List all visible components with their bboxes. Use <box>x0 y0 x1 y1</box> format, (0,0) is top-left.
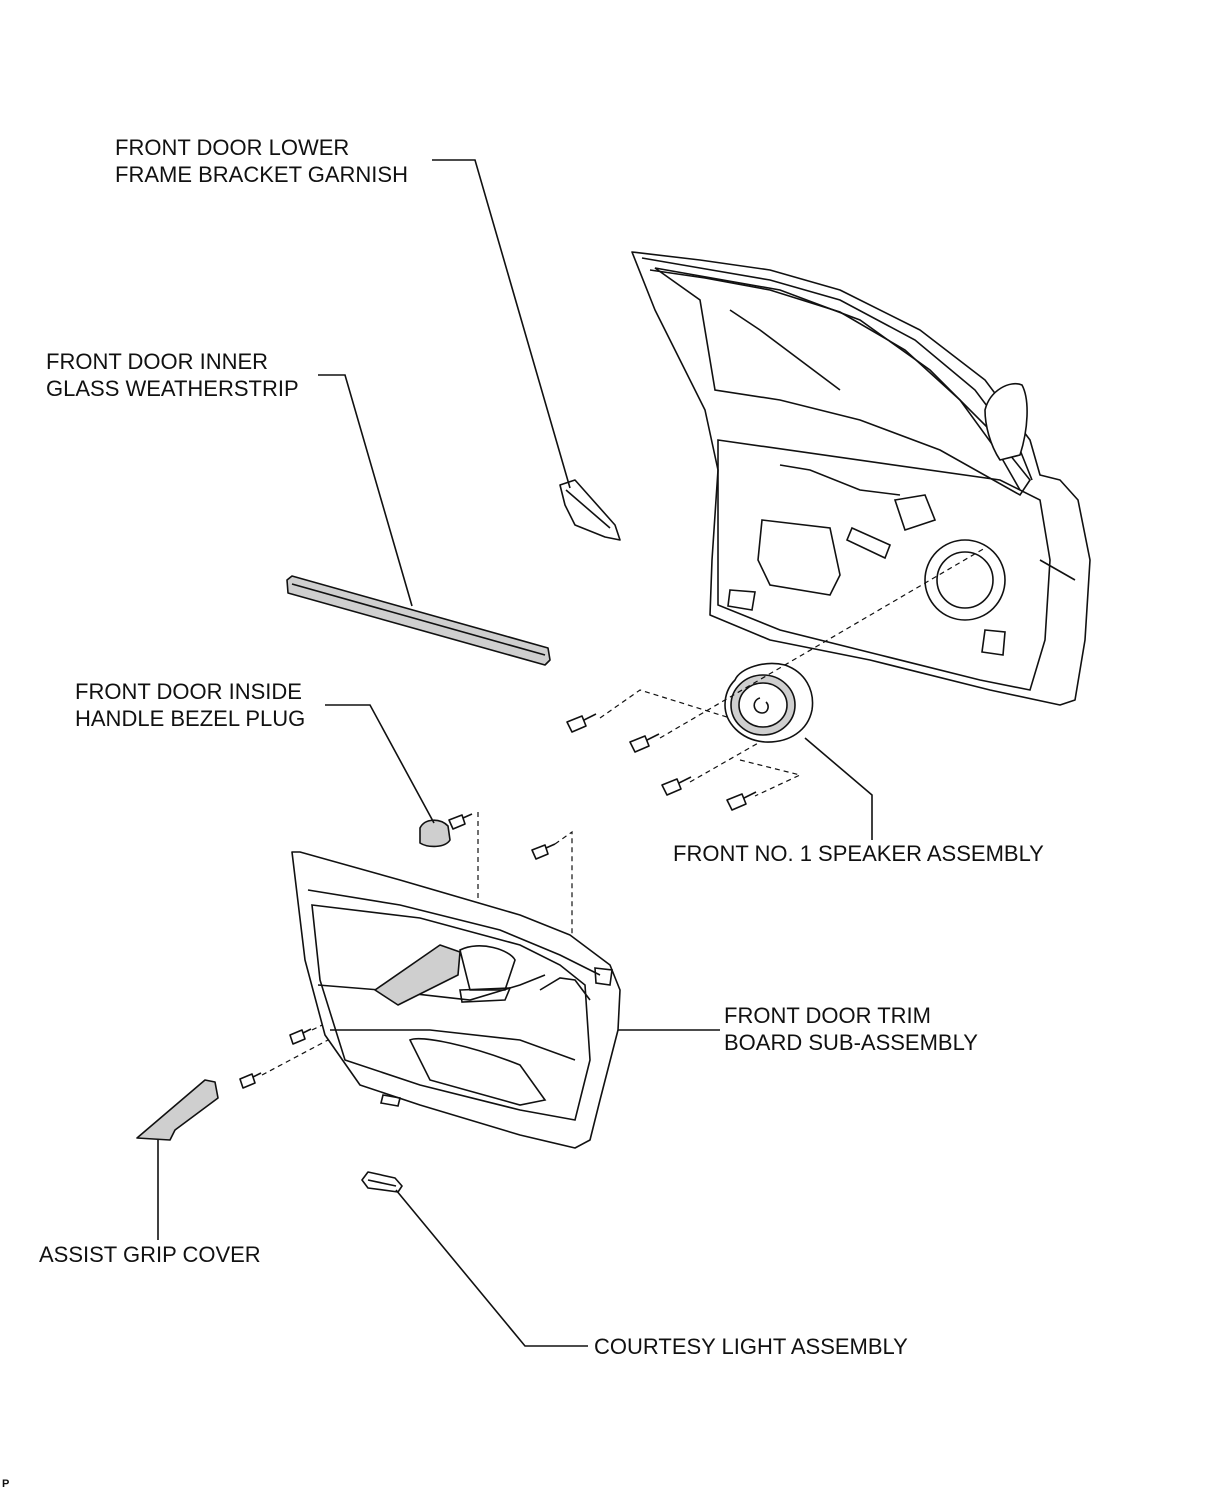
label-inner-weatherstrip: FRONT DOOR INNER GLASS WEATHERSTRIP <box>46 348 299 402</box>
screw-icon <box>239 1072 262 1089</box>
label-trim-board: FRONT DOOR TRIM BOARD SUB-ASSEMBLY <box>724 1002 978 1056</box>
assist-grip-cover-part <box>136 1079 219 1141</box>
label-courtesy-light: COURTESY LIGHT ASSEMBLY <box>594 1333 908 1360</box>
bezel-plug-part <box>419 819 451 848</box>
label-assist-grip-cover: ASSIST GRIP COVER <box>39 1241 261 1268</box>
label-line: HANDLE BEZEL PLUG <box>75 706 306 731</box>
label-line: FRONT DOOR TRIM <box>724 1003 931 1028</box>
label-line: FRONT DOOR LOWER <box>115 135 350 160</box>
courtesy-light-part <box>361 1171 403 1193</box>
label-line: COURTESY LIGHT ASSEMBLY <box>594 1334 908 1359</box>
label-line: FRONT NO. 1 SPEAKER ASSEMBLY <box>673 841 1044 866</box>
label-speaker: FRONT NO. 1 SPEAKER ASSEMBLY <box>673 840 1044 867</box>
screw-icon <box>566 713 597 733</box>
screw-icon <box>289 1028 312 1045</box>
label-bezel-plug: FRONT DOOR INSIDE HANDLE BEZEL PLUG <box>75 678 305 732</box>
speaker-part <box>724 662 814 743</box>
label-line: ASSIST GRIP COVER <box>39 1242 261 1267</box>
label-line: BOARD SUB-ASSEMBLY <box>724 1030 978 1055</box>
label-line: FRAME BRACKET GARNISH <box>115 162 408 187</box>
label-line: FRONT DOOR INSIDE <box>75 679 302 704</box>
label-line: FRONT DOOR INNER <box>46 349 269 374</box>
screw-icon <box>629 733 660 753</box>
trim-board-part <box>291 851 621 1149</box>
screw-icon <box>726 791 757 811</box>
inner-weatherstrip-part <box>286 575 551 666</box>
screw-icon <box>531 843 556 860</box>
screw-icon <box>448 813 473 830</box>
front-door-panel <box>631 251 1091 706</box>
corner-mark: P <box>2 1478 10 1490</box>
label-lower-frame-garnish: FRONT DOOR LOWER FRAME BRACKET GARNISH <box>115 134 408 188</box>
leader-lines <box>157 159 873 1347</box>
label-line: GLASS WEATHERSTRIP <box>46 376 299 401</box>
screw-icon <box>661 776 692 796</box>
